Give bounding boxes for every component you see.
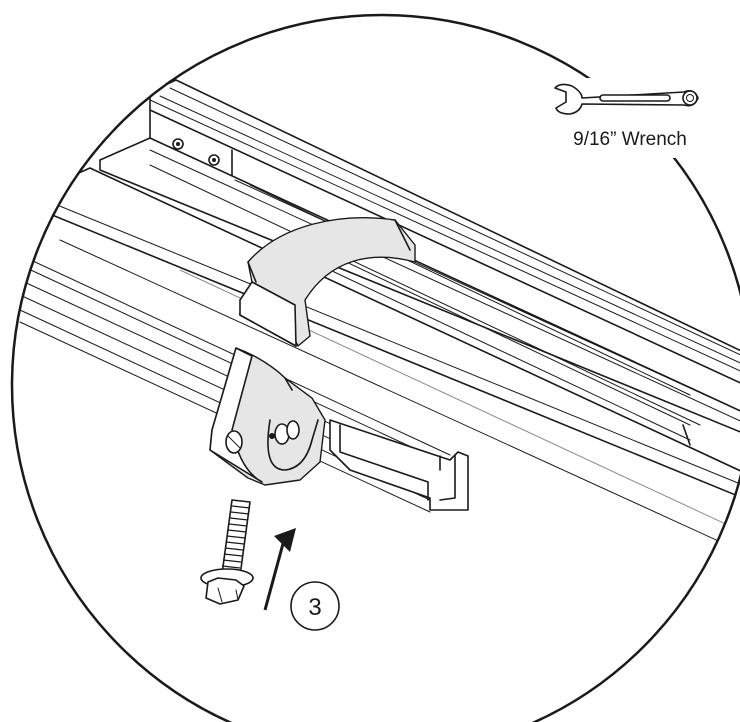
wrench-icon: [554, 83, 699, 115]
clamp-hole-icon: [225, 430, 243, 454]
rail-screw-icon: [208, 154, 220, 166]
curved-strap: [239, 217, 416, 347]
tool-callout: 9/16” Wrench: [545, 78, 715, 158]
flange-bolt: [200, 499, 254, 605]
detail-view: [19, 79, 740, 611]
clamp-nut-icon: [269, 420, 300, 445]
tool-label: 9/16” Wrench: [573, 129, 687, 150]
step-number-badge: 3: [290, 581, 340, 631]
upper-rail: [99, 79, 740, 446]
step-number: 3: [308, 594, 321, 621]
arrow-up-icon: [263, 528, 296, 611]
detail-circle: [10, 13, 740, 722]
j-clamp: [209, 347, 326, 486]
rail-screw-icon: [172, 138, 184, 150]
